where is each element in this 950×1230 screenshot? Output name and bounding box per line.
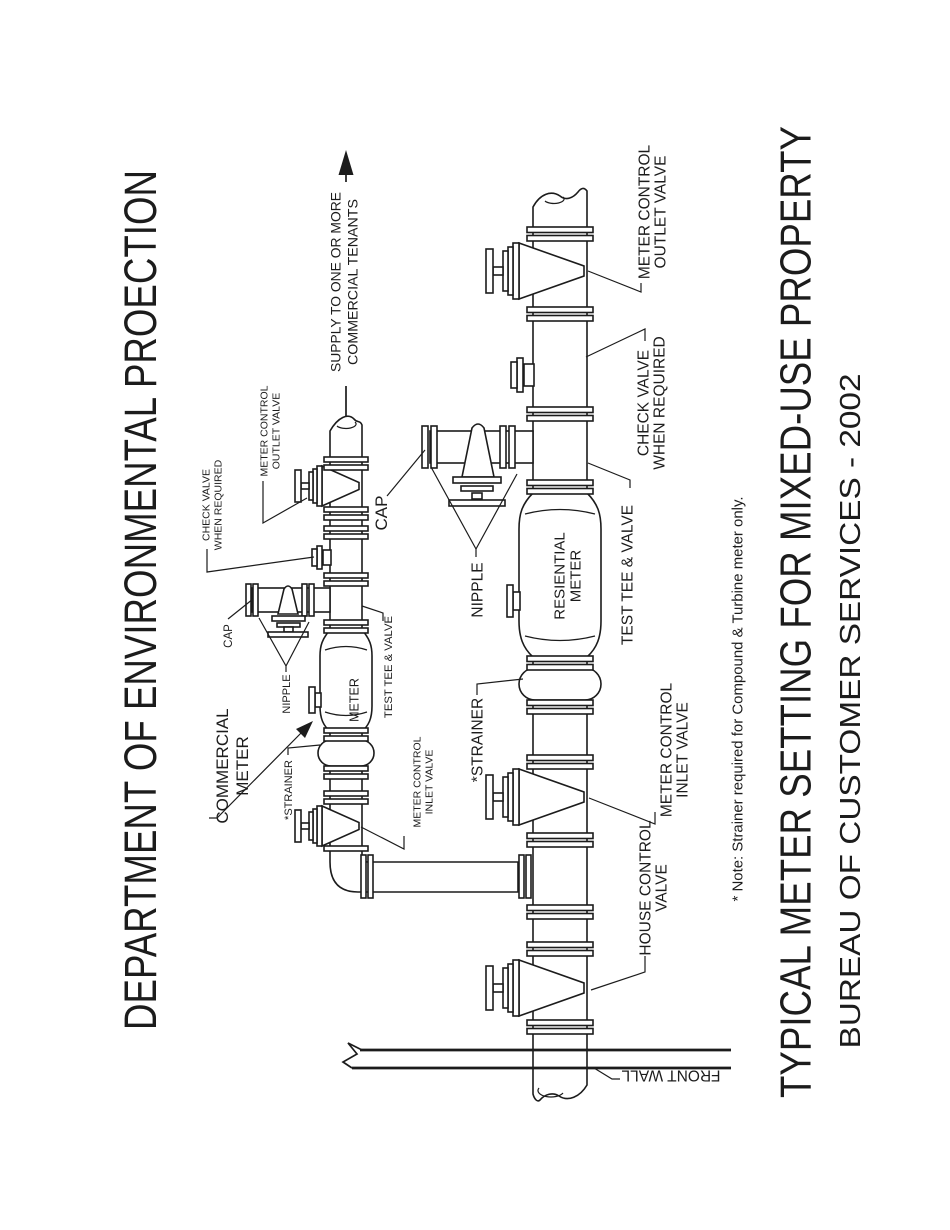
valve-stem <box>492 983 504 993</box>
house-control-valve-label-line1: HOUSE CONTROL <box>637 820 654 956</box>
commercial-meter-body <box>308 629 373 733</box>
commercial-inlet-valve-label-line1: METER CONTROL <box>412 736 424 827</box>
commercial-meter-text: METER <box>347 678 361 722</box>
commercial-strainer-label: *STRAINER <box>283 760 295 820</box>
pipe-break-curl <box>537 1087 564 1098</box>
arrowhead-icon <box>296 721 313 738</box>
commercial-meter-title-line2: METER <box>233 736 252 796</box>
commercial-inlet-valve-label-line2: INLET VALVE <box>424 750 436 815</box>
valve-handwheel <box>294 469 302 503</box>
wall-break-icon <box>341 1042 363 1069</box>
commercial-check-valve-label-line1: CHECK VALVE <box>201 469 213 541</box>
commercial-test-tee <box>245 583 331 638</box>
residential-meter-text-line2: METER <box>567 550 584 603</box>
supply-label-line1: SUPPLY TO ONE OR MORE <box>329 192 344 372</box>
valve-stem <box>492 266 504 276</box>
valve-handwheel <box>485 774 494 820</box>
residential-test-tee <box>421 423 534 507</box>
house-control-valve <box>485 958 585 1018</box>
residential-nipple-label: NIPPLE <box>469 562 486 617</box>
meter-nipple-flange <box>506 584 514 618</box>
residential-inlet-valve-label-line1: METER CONTROL <box>658 682 675 817</box>
meter-nipple-stub <box>314 692 322 708</box>
commercial-meter-title-line1: COMMERCIAL <box>213 708 232 823</box>
commercial-inlet-valve <box>294 804 360 848</box>
commercial-check-valve-fitting <box>311 545 332 570</box>
cap-flange <box>421 425 429 469</box>
commercial-nipple-label: NIPPLE <box>281 674 293 713</box>
commercial-outlet-valve-label-line1: METER CONTROL <box>259 385 271 476</box>
meter-nipple-flange <box>308 686 316 714</box>
test-valve-cone <box>276 585 300 615</box>
residential-outlet-valve <box>485 241 585 301</box>
pipe-break-curl <box>336 421 357 430</box>
commercial-flanges <box>323 456 369 852</box>
strainer-note: * Note: Strainer required for Compound &… <box>729 497 746 902</box>
valve-stem <box>300 822 310 830</box>
meter-nipple-stub <box>512 591 521 611</box>
residential-strainer-body <box>518 667 602 701</box>
pipe-break-curl <box>544 196 565 205</box>
residential-test-tee-label: TEST TEE & VALVE <box>619 505 636 645</box>
valve-stem <box>492 792 504 802</box>
residential-flanges <box>526 226 594 1035</box>
front-wall-lines <box>341 1042 731 1070</box>
valve-handwheel <box>485 248 494 294</box>
supply-label-line2: COMMERCIAL TENANTS <box>346 199 361 365</box>
valve-handwheel <box>485 965 494 1011</box>
residential-check-valve-label-line1: CHECK VALVE <box>635 350 652 456</box>
residential-strainer-label: *STRAINER <box>469 698 486 782</box>
valve-stem <box>300 482 310 490</box>
front-wall-label: FRONT WALL <box>621 1067 720 1084</box>
leader-lines <box>206 270 656 1080</box>
commercial-check-valve-label-line2: WHEN REQUIRED <box>213 459 225 550</box>
residential-check-valve-fitting <box>510 357 535 393</box>
arrowhead-icon <box>338 150 354 175</box>
residential-outlet-valve-label-line1: METER CONTROL <box>636 144 653 279</box>
valve-handwheel <box>294 809 302 843</box>
residential-outlet-valve-label-line2: OUTLET VALVE <box>652 156 669 269</box>
commercial-outlet-valve-label-line2: OUTLET VALVE <box>271 393 283 469</box>
supply-label-backing <box>325 182 365 386</box>
commercial-test-tee-label: TEST TEE & VALVE <box>383 615 395 718</box>
residential-meter-text-line1: RESIENTIAL <box>551 532 568 620</box>
residential-check-valve-label-line2: WHEN REQUIRED <box>651 336 668 469</box>
commercial-cap-label: CAP <box>223 624 235 648</box>
commercial-strainer-body <box>317 739 375 767</box>
branch-pipe-flanges <box>360 854 532 899</box>
commercial-outlet-valve <box>294 464 360 508</box>
residential-inlet-valve <box>485 767 585 827</box>
bureau-subtitle: BUREAU OF CUSTOMER SERVICES - 2002 <box>835 374 867 1049</box>
house-control-valve-label-line2: VALVE <box>653 864 670 912</box>
diagram-title: TYPICAL METER SETTING FOR MIXED-USE PROP… <box>771 126 820 1098</box>
residential-cap-label: CAP <box>372 496 391 531</box>
department-title: DEPARTMENT OF ENVIRONMENTAL PROECTION <box>115 170 166 1030</box>
test-valve-cone <box>461 423 495 478</box>
cap-flange <box>245 583 252 617</box>
residential-inlet-valve-label-line2: INLET VALVE <box>674 702 691 798</box>
